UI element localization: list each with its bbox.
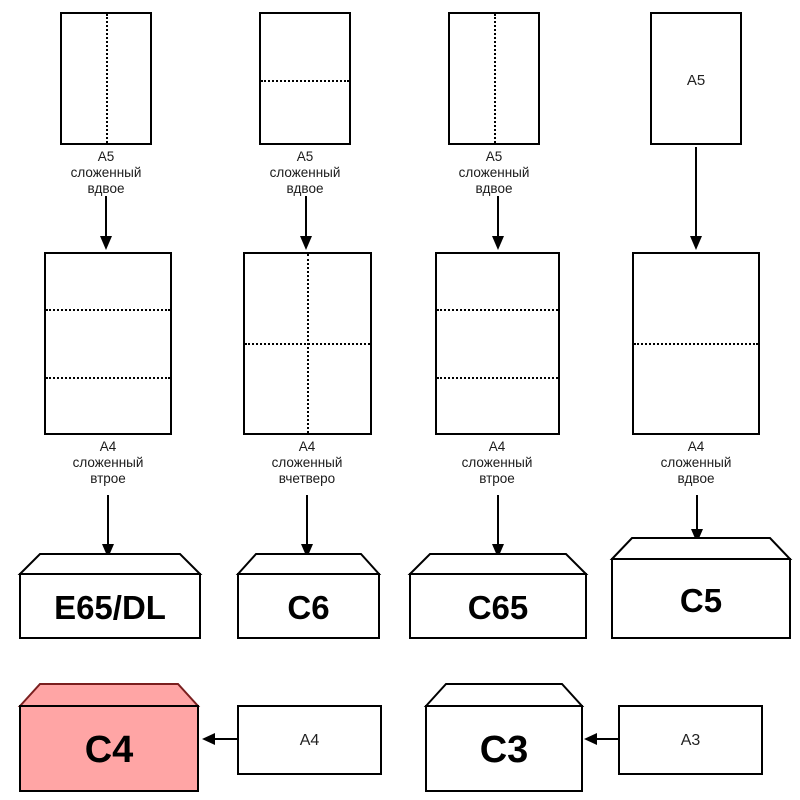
envelope-body	[19, 705, 199, 792]
paper-a3-bottom: A3	[618, 705, 763, 775]
envelope-flap	[423, 683, 585, 707]
paper-a4-col3	[435, 252, 560, 435]
arrow-a5-to-a4-col2	[300, 196, 312, 250]
arrow-a5-to-a4-col4	[690, 147, 702, 250]
envelope-c65: C65	[407, 550, 589, 640]
caption-a4-col4: A4 сложенный вдвое	[660, 439, 732, 486]
caption-a5-col3: A5 сложенный вдвое	[458, 149, 530, 196]
fold-line-vertical	[106, 14, 108, 143]
arrow-a4-to-envelope-col2	[301, 495, 313, 558]
paper-a5-col4: A5	[650, 12, 742, 145]
paper-a4-col2	[243, 252, 372, 435]
caption-a4-col2: A4 сложенный вчетверо	[271, 439, 343, 486]
paper-a4-bottom: A4	[237, 705, 382, 775]
envelope-body	[237, 573, 380, 639]
fold-line-horizontal-upper	[46, 309, 170, 311]
envelope-flap	[609, 537, 793, 560]
caption-a4-col1: A4 сложенный втрое	[72, 439, 144, 486]
envelope-flap	[235, 553, 382, 575]
envelope-c4: C4	[17, 679, 201, 794]
envelope-c6: C6	[235, 550, 382, 640]
envelope-body	[425, 705, 583, 792]
paper-a5-col3	[448, 12, 540, 145]
envelope-c5: C5	[609, 533, 793, 641]
fold-line-horizontal	[261, 80, 349, 82]
paper-a4-col4	[632, 252, 760, 435]
paper-a4-col1	[44, 252, 172, 435]
fold-line-vertical	[494, 14, 496, 143]
paper-a4-bottom-label: A4	[299, 732, 320, 749]
fold-line-horizontal-lower	[46, 377, 170, 379]
paper-a5-col1	[60, 12, 152, 145]
arrow-a4-to-envelope-col3	[492, 495, 504, 558]
envelope-flap	[17, 683, 201, 707]
paper-a5-col4-label: A5	[686, 72, 706, 89]
arrow-a3-to-c3	[584, 733, 620, 745]
envelope-body	[611, 558, 791, 639]
caption-a5-col2: A5 сложенный вдвое	[269, 149, 341, 196]
fold-line-horizontal	[634, 343, 758, 345]
arrow-a4-to-envelope-col4	[691, 495, 703, 543]
envelope-body	[409, 573, 587, 639]
envelope-c3: C3	[423, 679, 585, 794]
arrow-a5-to-a4-col3	[492, 196, 504, 250]
arrow-a5-to-a4-col1	[100, 196, 112, 250]
fold-line-horizontal-upper	[437, 309, 558, 311]
caption-a5-col1: A5 сложенный вдвое	[70, 149, 142, 196]
paper-a3-bottom-label: A3	[680, 732, 701, 749]
fold-line-vertical	[307, 254, 309, 433]
envelope-flap	[17, 553, 203, 575]
fold-line-horizontal-lower	[437, 377, 558, 379]
envelope-flap	[407, 553, 589, 575]
arrow-a4-to-envelope-col1	[102, 495, 114, 558]
envelope-body	[19, 573, 201, 639]
paper-a5-col2	[259, 12, 351, 145]
caption-a4-col3: A4 сложенный втрое	[461, 439, 533, 486]
arrow-a4-to-c4	[202, 733, 238, 745]
envelope-e65-dl: E65/DL	[17, 550, 203, 640]
